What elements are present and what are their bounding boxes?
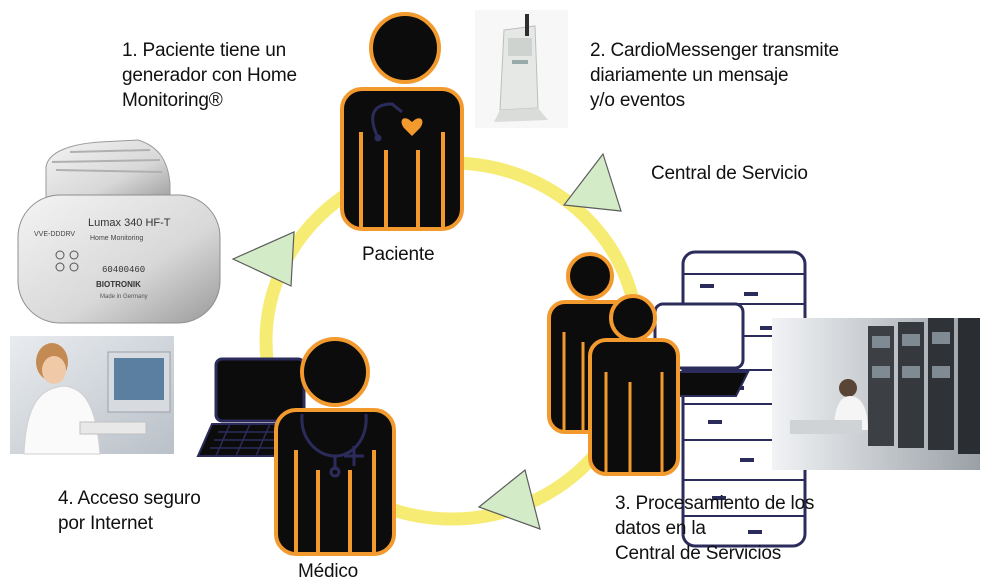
medical-cross-icon	[344, 446, 364, 466]
device-brand: BIOTRONIK	[96, 280, 141, 289]
doctor-figure	[274, 337, 396, 556]
service-center-photo	[772, 318, 980, 470]
device-mode: VVE-DDDRV	[34, 231, 75, 238]
doctor-label: Médico	[298, 561, 359, 582]
cardiomessenger-image	[475, 10, 568, 128]
service-center-label: Central de Servicio	[651, 163, 808, 184]
device-feature: Home Monitoring	[90, 235, 143, 242]
step3-label: 3. Procesamiento de los datos en la Cent…	[615, 493, 815, 564]
arrow-left	[231, 231, 295, 287]
device-origin: Made in Germany	[100, 294, 148, 300]
doctor-at-computer-photo	[10, 336, 174, 455]
patient-figure	[340, 12, 464, 231]
heart-icon	[401, 118, 423, 136]
arrow-bottom	[477, 468, 541, 530]
step2-label: 2. CardioMessenger transmite diariamente…	[590, 40, 839, 111]
patient-label: Paciente	[362, 244, 435, 265]
arrow-top-right	[562, 152, 622, 212]
device-model: Lumax 340 HF-T	[88, 217, 171, 229]
pacemaker-image: Lumax 340 HF-T Home Monitoring VVE-DDDRV…	[17, 139, 221, 324]
service-operators	[547, 252, 750, 476]
step4-label: 4. Acceso seguro por Internet	[58, 488, 201, 534]
step1-label: 1. Paciente tiene un generador con Home …	[122, 40, 297, 111]
device-serial: 60400460	[102, 265, 145, 275]
